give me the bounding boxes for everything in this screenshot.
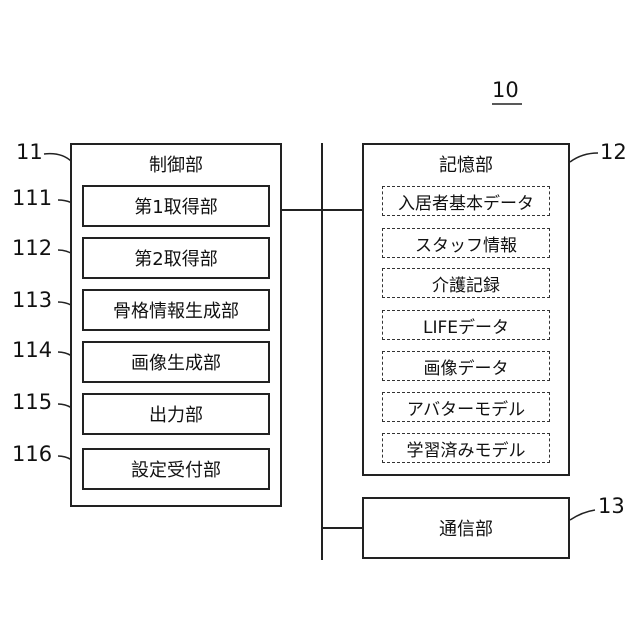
storage-item: 入居者基本データ [382,186,550,216]
unit-112-label: 第2取得部 [134,245,217,271]
comm-unit-title: 通信部 [439,515,493,541]
control-ref: 11 [16,140,43,164]
leader-13 [570,510,595,520]
leader-12 [570,153,598,162]
storage-item: 画像データ [382,351,550,381]
storage-item: 学習済みモデル [382,433,550,463]
unit-116-box: 設定受付部 [82,448,270,490]
storage-item: LIFEデータ [382,310,550,340]
unit-111-ref: 111 [12,186,52,210]
unit-113-ref: 113 [12,288,52,312]
storage-item-label: 学習済みモデル [407,436,526,461]
control-unit-title: 制御部 [72,151,280,177]
unit-113-label: 骨格情報生成部 [113,297,239,323]
unit-112-ref: 112 [12,236,52,260]
unit-113-box: 骨格情報生成部 [82,289,270,331]
unit-111-label: 第1取得部 [134,193,217,219]
unit-115-box: 出力部 [82,393,270,435]
storage-item: 介護記録 [382,268,550,298]
storage-item-label: 画像データ [424,354,509,379]
storage-item-label: 介護記録 [432,271,500,296]
unit-115-ref: 115 [12,390,52,414]
comm-unit-box: 通信部 [362,497,570,559]
storage-item-label: 入居者基本データ [398,189,534,214]
storage-item-label: アバターモデル [407,395,525,420]
storage-item: アバターモデル [382,392,550,422]
unit-114-label: 画像生成部 [131,349,221,375]
unit-116-label: 設定受付部 [131,456,221,482]
storage-ref: 12 [600,140,627,164]
storage-item-label: LIFEデータ [423,313,509,338]
figure-ref: 10 [492,78,519,102]
unit-114-ref: 114 [12,338,52,362]
unit-112-box: 第2取得部 [82,237,270,279]
storage-unit-title: 記憶部 [364,151,568,177]
storage-item-label: スタッフ情報 [415,231,517,256]
storage-item: スタッフ情報 [382,228,550,258]
unit-114-box: 画像生成部 [82,341,270,383]
unit-111-box: 第1取得部 [82,185,270,227]
unit-115-label: 出力部 [149,401,203,427]
comm-ref: 13 [598,494,625,518]
leader-11 [44,154,72,162]
unit-116-ref: 116 [12,442,52,466]
